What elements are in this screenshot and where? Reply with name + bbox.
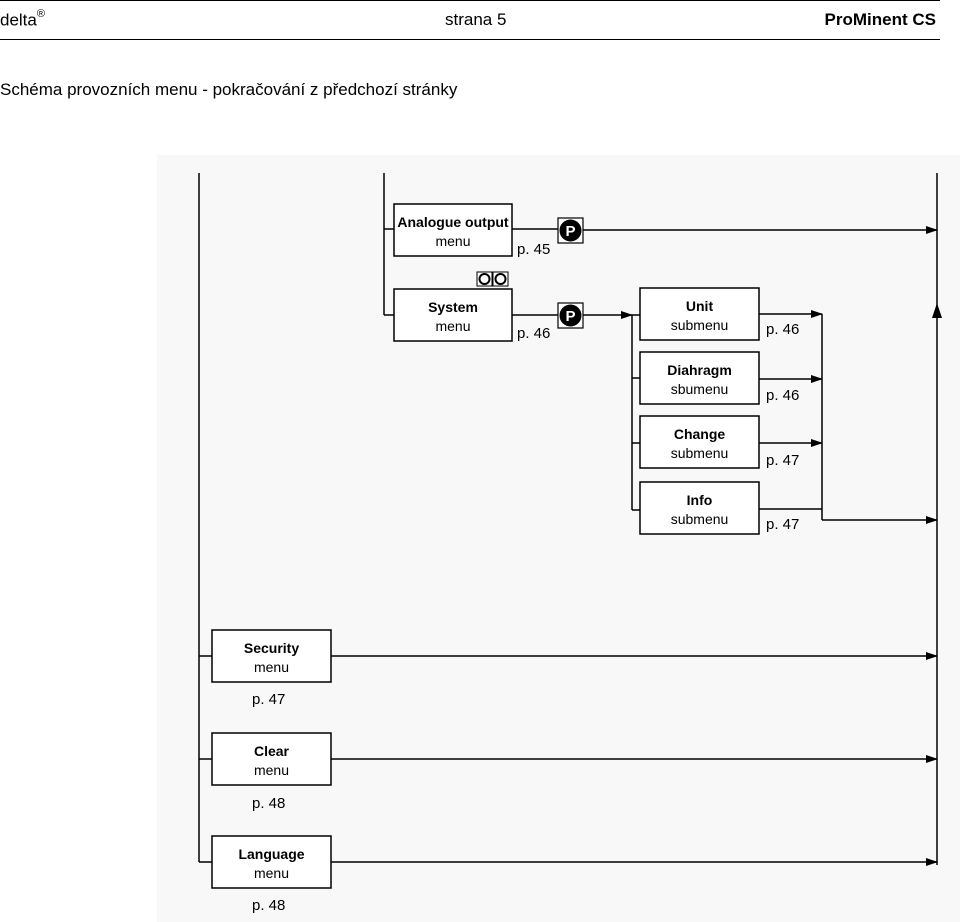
- diaphragm-sub: sbumenu: [671, 381, 729, 397]
- clear-sub: menu: [254, 762, 289, 778]
- language-sub: menu: [254, 865, 289, 881]
- p-key-icon: P: [557, 217, 584, 244]
- page-subtitle: Schéma provozních menu - pokračování z p…: [0, 80, 458, 99]
- p-key-icon: P: [557, 302, 584, 329]
- header-brand: ProMinent CS: [824, 10, 936, 29]
- system-page-ref: p. 46: [517, 325, 550, 342]
- header-product-name: delta: [0, 10, 37, 30]
- security-sub: menu: [254, 659, 289, 675]
- diaphragm-title: Diahragm: [667, 362, 732, 378]
- security-title: Security: [244, 640, 299, 656]
- language-menu-box: Language menu: [211, 835, 332, 889]
- registered-mark: ®: [36, 8, 45, 20]
- change-submenu-box: Change submenu: [639, 415, 760, 469]
- change-title: Change: [674, 426, 726, 442]
- clear-page-ref: p. 48: [252, 795, 285, 812]
- language-page-ref: p. 48: [252, 897, 285, 914]
- arrow-keys-icon: [476, 271, 509, 287]
- diagram-background: [157, 155, 960, 922]
- analogue-output-title: Analogue output: [397, 214, 509, 230]
- security-menu-box: Security menu: [211, 629, 332, 683]
- analogue-page-ref: p. 45: [517, 241, 550, 258]
- change-page-ref: p. 47: [766, 452, 799, 469]
- unit-title: Unit: [686, 298, 714, 314]
- page-header: delta® strana 5 ProMinent CS: [0, 0, 940, 40]
- system-sub: menu: [435, 318, 470, 334]
- unit-submenu-box: Unit submenu: [639, 287, 760, 341]
- clear-title: Clear: [254, 743, 290, 759]
- header-product: delta®: [0, 8, 45, 31]
- analogue-output-sub: menu: [435, 233, 470, 249]
- analogue-output-box: Analogue output menu: [393, 203, 513, 257]
- security-page-ref: p. 47: [252, 691, 285, 708]
- unit-page-ref: p. 46: [766, 321, 799, 338]
- right-return-arrow: [932, 303, 942, 318]
- change-sub: submenu: [671, 445, 729, 461]
- info-page-ref: p. 47: [766, 516, 799, 533]
- diaphragm-submenu-box: Diahragm sbumenu: [639, 351, 760, 405]
- unit-sub: submenu: [671, 317, 729, 333]
- diaphragm-page-ref: p. 46: [766, 387, 799, 404]
- info-title: Info: [687, 492, 713, 508]
- info-sub: submenu: [671, 511, 729, 527]
- system-title: System: [428, 299, 478, 315]
- info-submenu-box: Info submenu: [639, 481, 760, 535]
- p-key-label: P: [565, 223, 575, 240]
- header-page-number: strana 5: [445, 10, 507, 29]
- p-key-label: P: [565, 308, 575, 325]
- language-title: Language: [238, 846, 304, 862]
- system-menu-box: System menu: [393, 288, 513, 342]
- clear-menu-box: Clear menu: [211, 732, 332, 786]
